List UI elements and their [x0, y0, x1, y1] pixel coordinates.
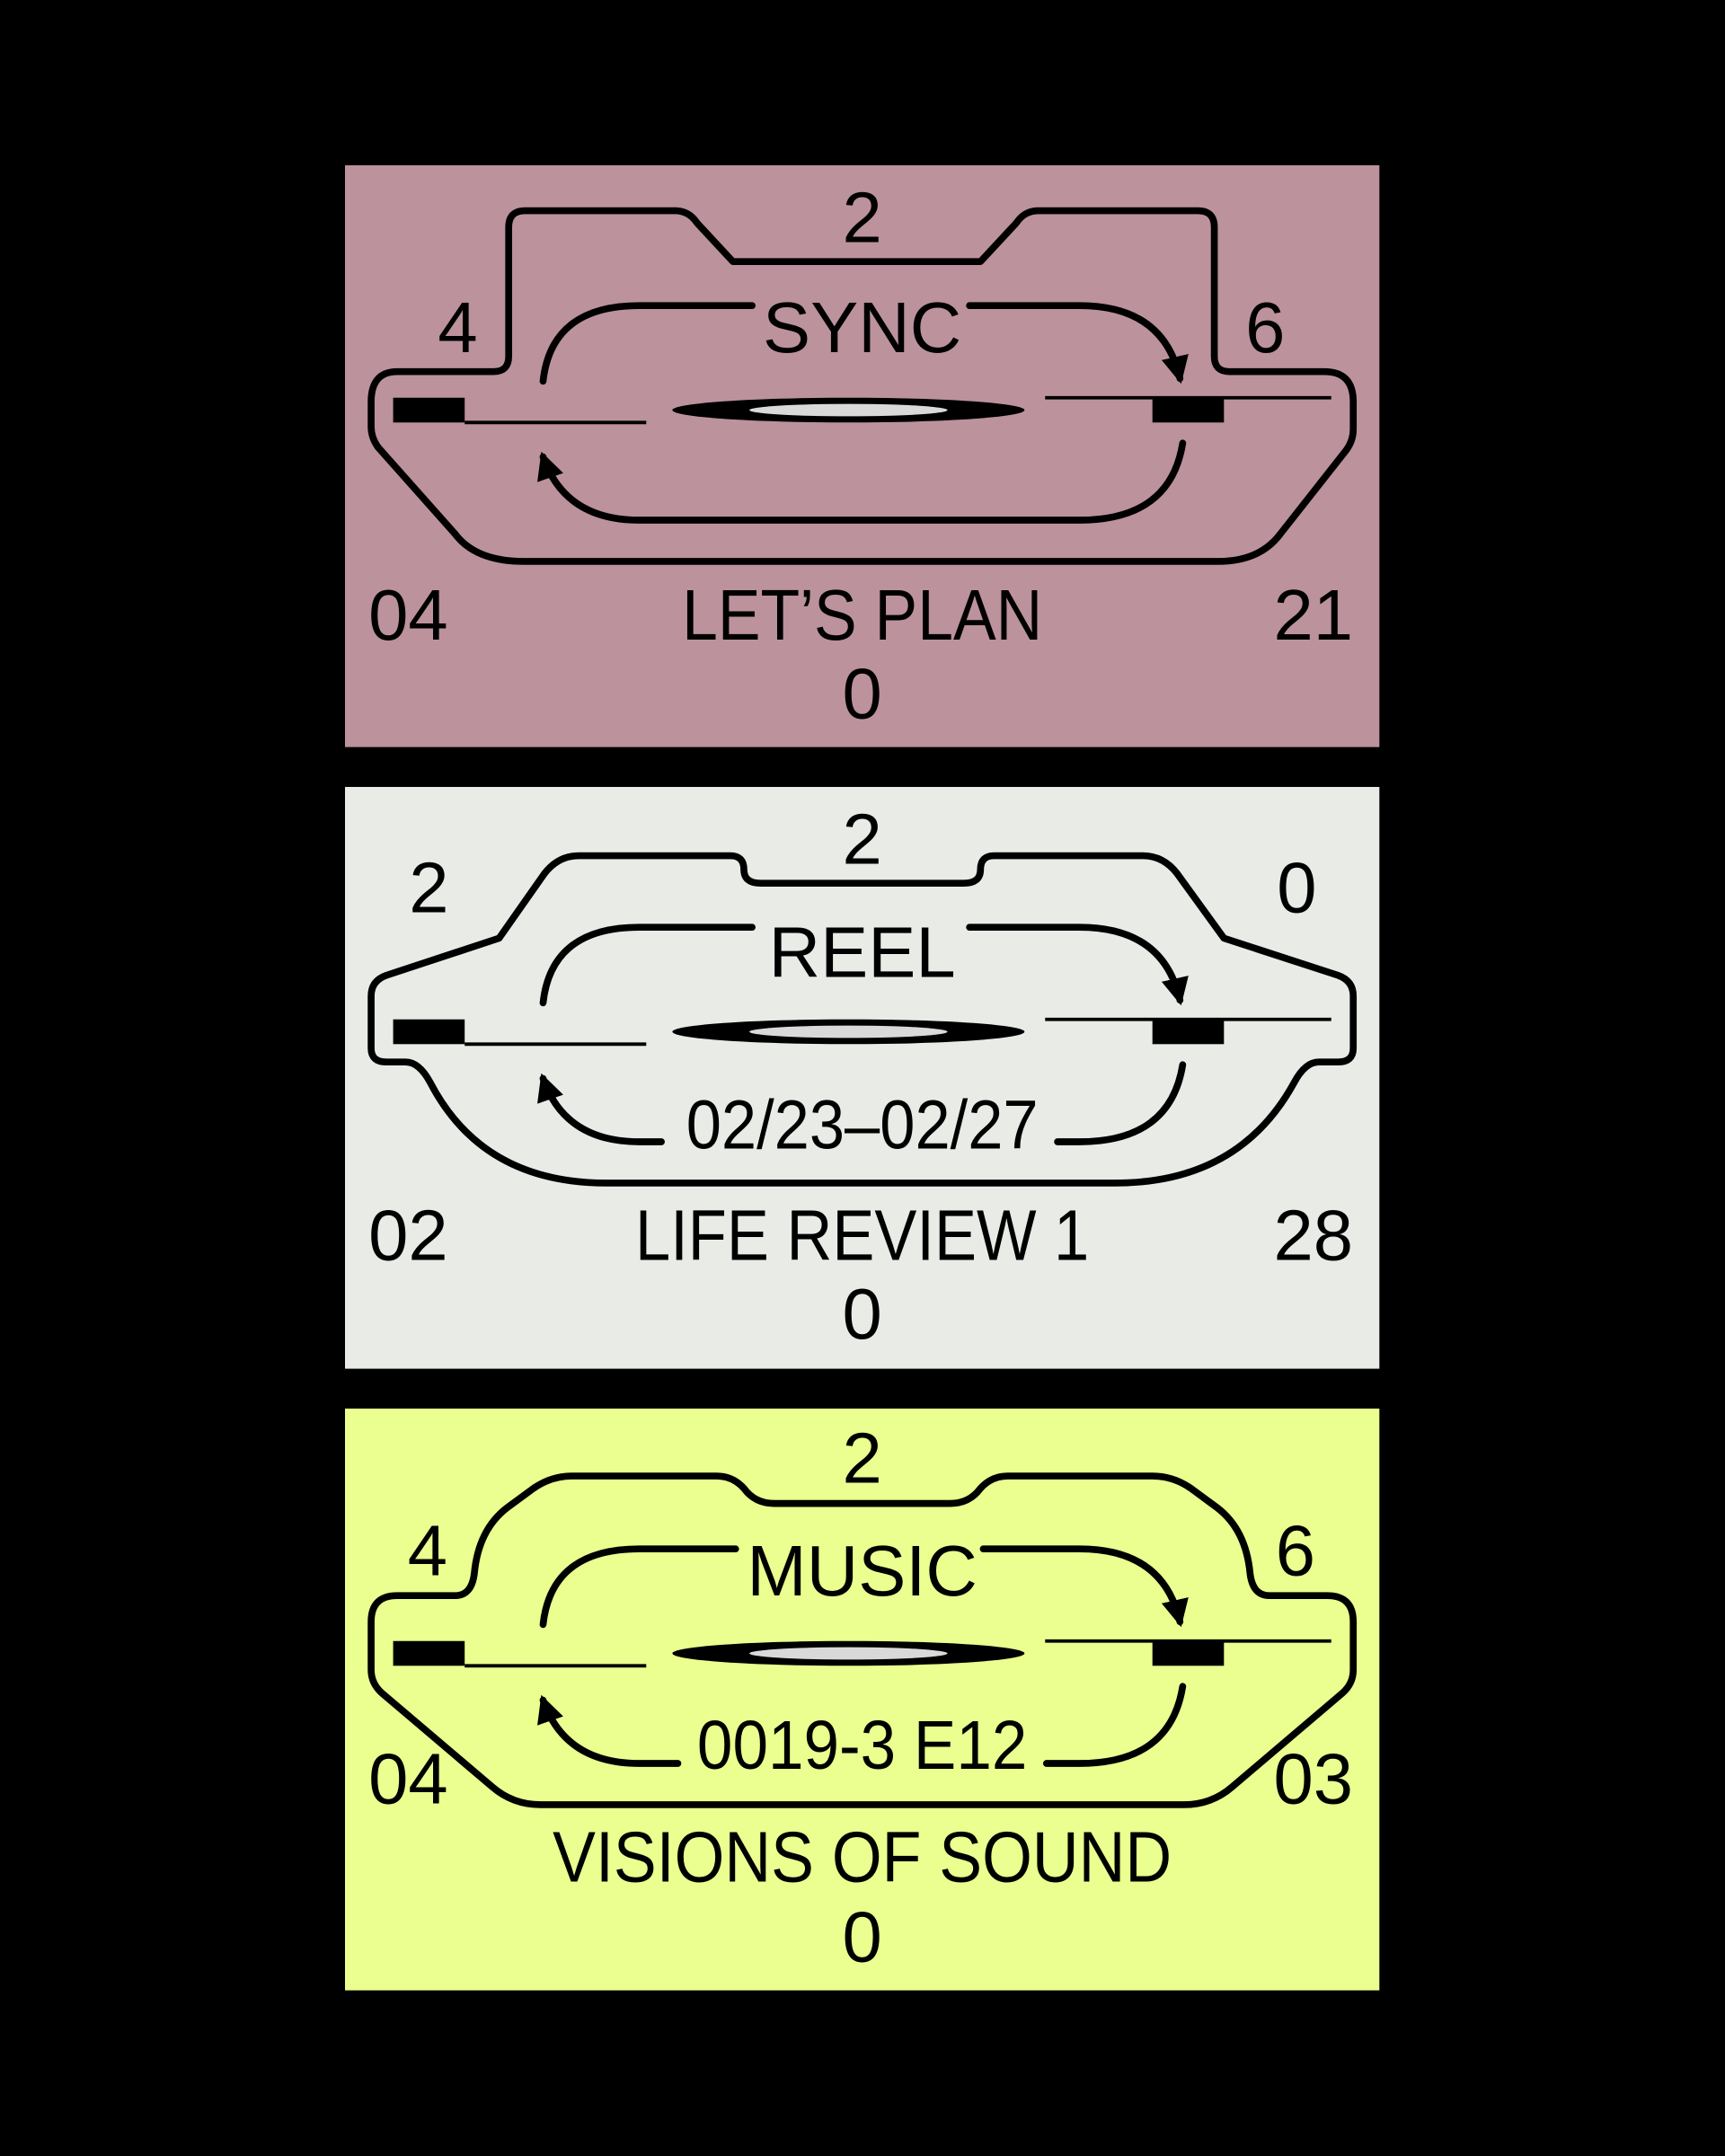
date-range: 02/23–02/27: [686, 1088, 1039, 1164]
inner-top-label: REEL: [769, 912, 956, 992]
right-bottom-number: 21: [1274, 575, 1354, 655]
top-number: 2: [843, 178, 882, 258]
panel-lets-plan: 2 4 6 SYNC 04 LET’S PLAN 21 0: [345, 165, 1380, 747]
inner-top-label: SYNC: [763, 287, 961, 367]
right-top-number: 0: [1277, 847, 1316, 927]
panel-title: LIFE REVIEW 1: [635, 1196, 1089, 1276]
rewind-arrow-icon: [537, 439, 1187, 524]
upper-track-left: [539, 1545, 739, 1629]
forward-arrow-icon: [966, 923, 1189, 1006]
right-top-number: 6: [1245, 287, 1285, 367]
rewind-arrow-icon: [537, 1073, 665, 1145]
top-number: 2: [843, 1418, 882, 1498]
left-top-number: 4: [408, 1510, 447, 1590]
top-number: 2: [843, 800, 882, 879]
panel-title: LET’S PLAN: [682, 575, 1042, 655]
panel-title: VISIONS OF SOUND: [553, 1817, 1172, 1897]
upper-track-left: [539, 923, 756, 1007]
panel-life-review: 2 2 0 REEL 02/23–02/27 02 LIFE REVIEW 1 …: [345, 787, 1380, 1369]
lower-track-right: [1042, 1683, 1187, 1767]
cassette-outline: [367, 1472, 1358, 1808]
left-bottom-number: 02: [368, 1196, 448, 1276]
bottom-number: 0: [843, 1896, 882, 1976]
bottom-number: 0: [843, 653, 882, 733]
left-bottom-number: 04: [368, 1738, 448, 1818]
forward-arrow-icon: [979, 1545, 1189, 1628]
cassette-outline: [367, 852, 1358, 1187]
right-bottom-number: 28: [1274, 1196, 1354, 1276]
bottom-number: 0: [843, 1274, 882, 1354]
left-bottom-number: 04: [368, 575, 448, 655]
rewind-arrow-icon: [537, 1694, 682, 1767]
catalog-code: 0019-3 E12: [697, 1708, 1027, 1784]
lower-track-right: [1054, 1061, 1187, 1145]
left-top-number: 4: [438, 287, 477, 367]
forward-arrow-icon: [966, 302, 1189, 384]
inner-top-label: MUSIC: [747, 1531, 978, 1611]
right-top-number: 6: [1276, 1510, 1315, 1590]
cassette-outline: [367, 207, 1358, 565]
left-top-number: 2: [409, 847, 448, 927]
upper-track-left: [539, 302, 756, 385]
right-bottom-number: 03: [1274, 1738, 1354, 1818]
panel-visions-of-sound: 2 4 6 MUSIC 0019-3 E12 04 03 VISIONS OF …: [345, 1409, 1380, 1991]
